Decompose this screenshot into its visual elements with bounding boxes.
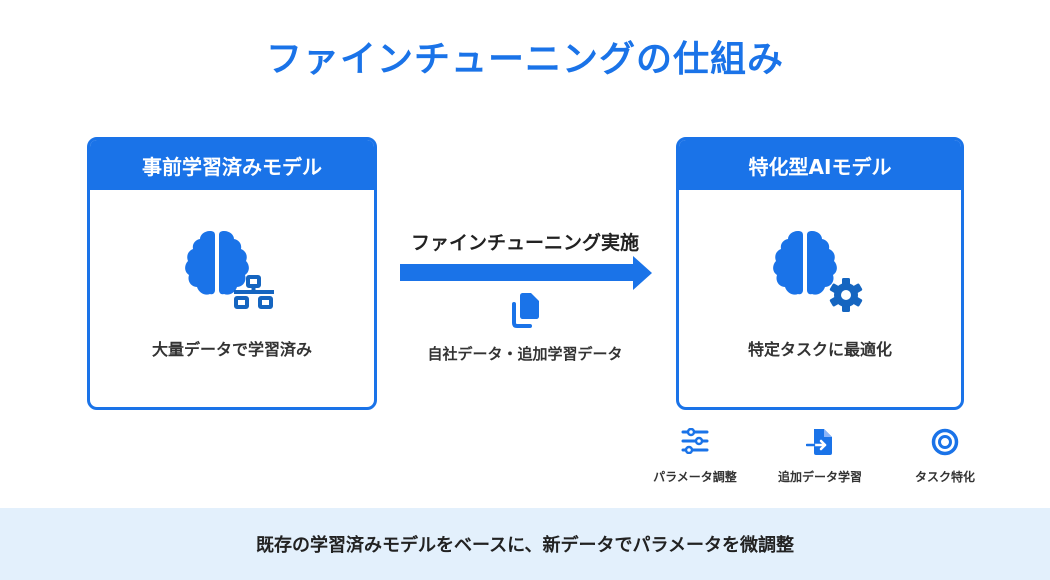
feature-label: 追加データ学習 bbox=[777, 470, 862, 484]
pretrained-model-caption: 大量データで学習済み bbox=[151, 340, 312, 359]
specialized-model-header: 特化型AIモデル bbox=[679, 140, 961, 190]
page-title: ファインチューニングの仕組み bbox=[265, 39, 784, 80]
specialized-model-card: 特化型AIモデル 特定タスクに最適化 bbox=[676, 137, 964, 410]
file-import-icon bbox=[765, 428, 875, 456]
feature-additional-data-learning: 追加データ学習 bbox=[765, 428, 875, 485]
pretrained-model-header: 事前学習済みモデル bbox=[90, 140, 374, 190]
documents-copy-icon bbox=[510, 290, 542, 332]
brain-gear-icon bbox=[679, 225, 961, 315]
target-icon bbox=[890, 428, 1000, 456]
arrow-right-icon bbox=[400, 256, 652, 295]
process-label: ファインチューニング実施 bbox=[410, 232, 639, 254]
pretrained-model-card: 事前学習済みモデル 大量データで学習済み bbox=[87, 137, 377, 410]
sliders-icon bbox=[640, 428, 750, 456]
training-data-label: 自社データ・追加学習データ bbox=[427, 345, 623, 363]
brain-network-icon bbox=[90, 225, 374, 315]
summary-text: 既存の学習済みモデルをベースに、新データでパラメータを微調整 bbox=[255, 535, 795, 556]
feature-parameter-tuning: パラメータ調整 bbox=[640, 428, 750, 485]
feature-task-specialization: タスク特化 bbox=[890, 428, 1000, 485]
summary-banner: 既存の学習済みモデルをベースに、新データでパラメータを微調整 bbox=[0, 508, 1050, 580]
specialized-model-caption: 特定タスクに最適化 bbox=[747, 340, 892, 359]
feature-label: タスク特化 bbox=[914, 470, 975, 484]
feature-label: パラメータ調整 bbox=[653, 470, 737, 484]
